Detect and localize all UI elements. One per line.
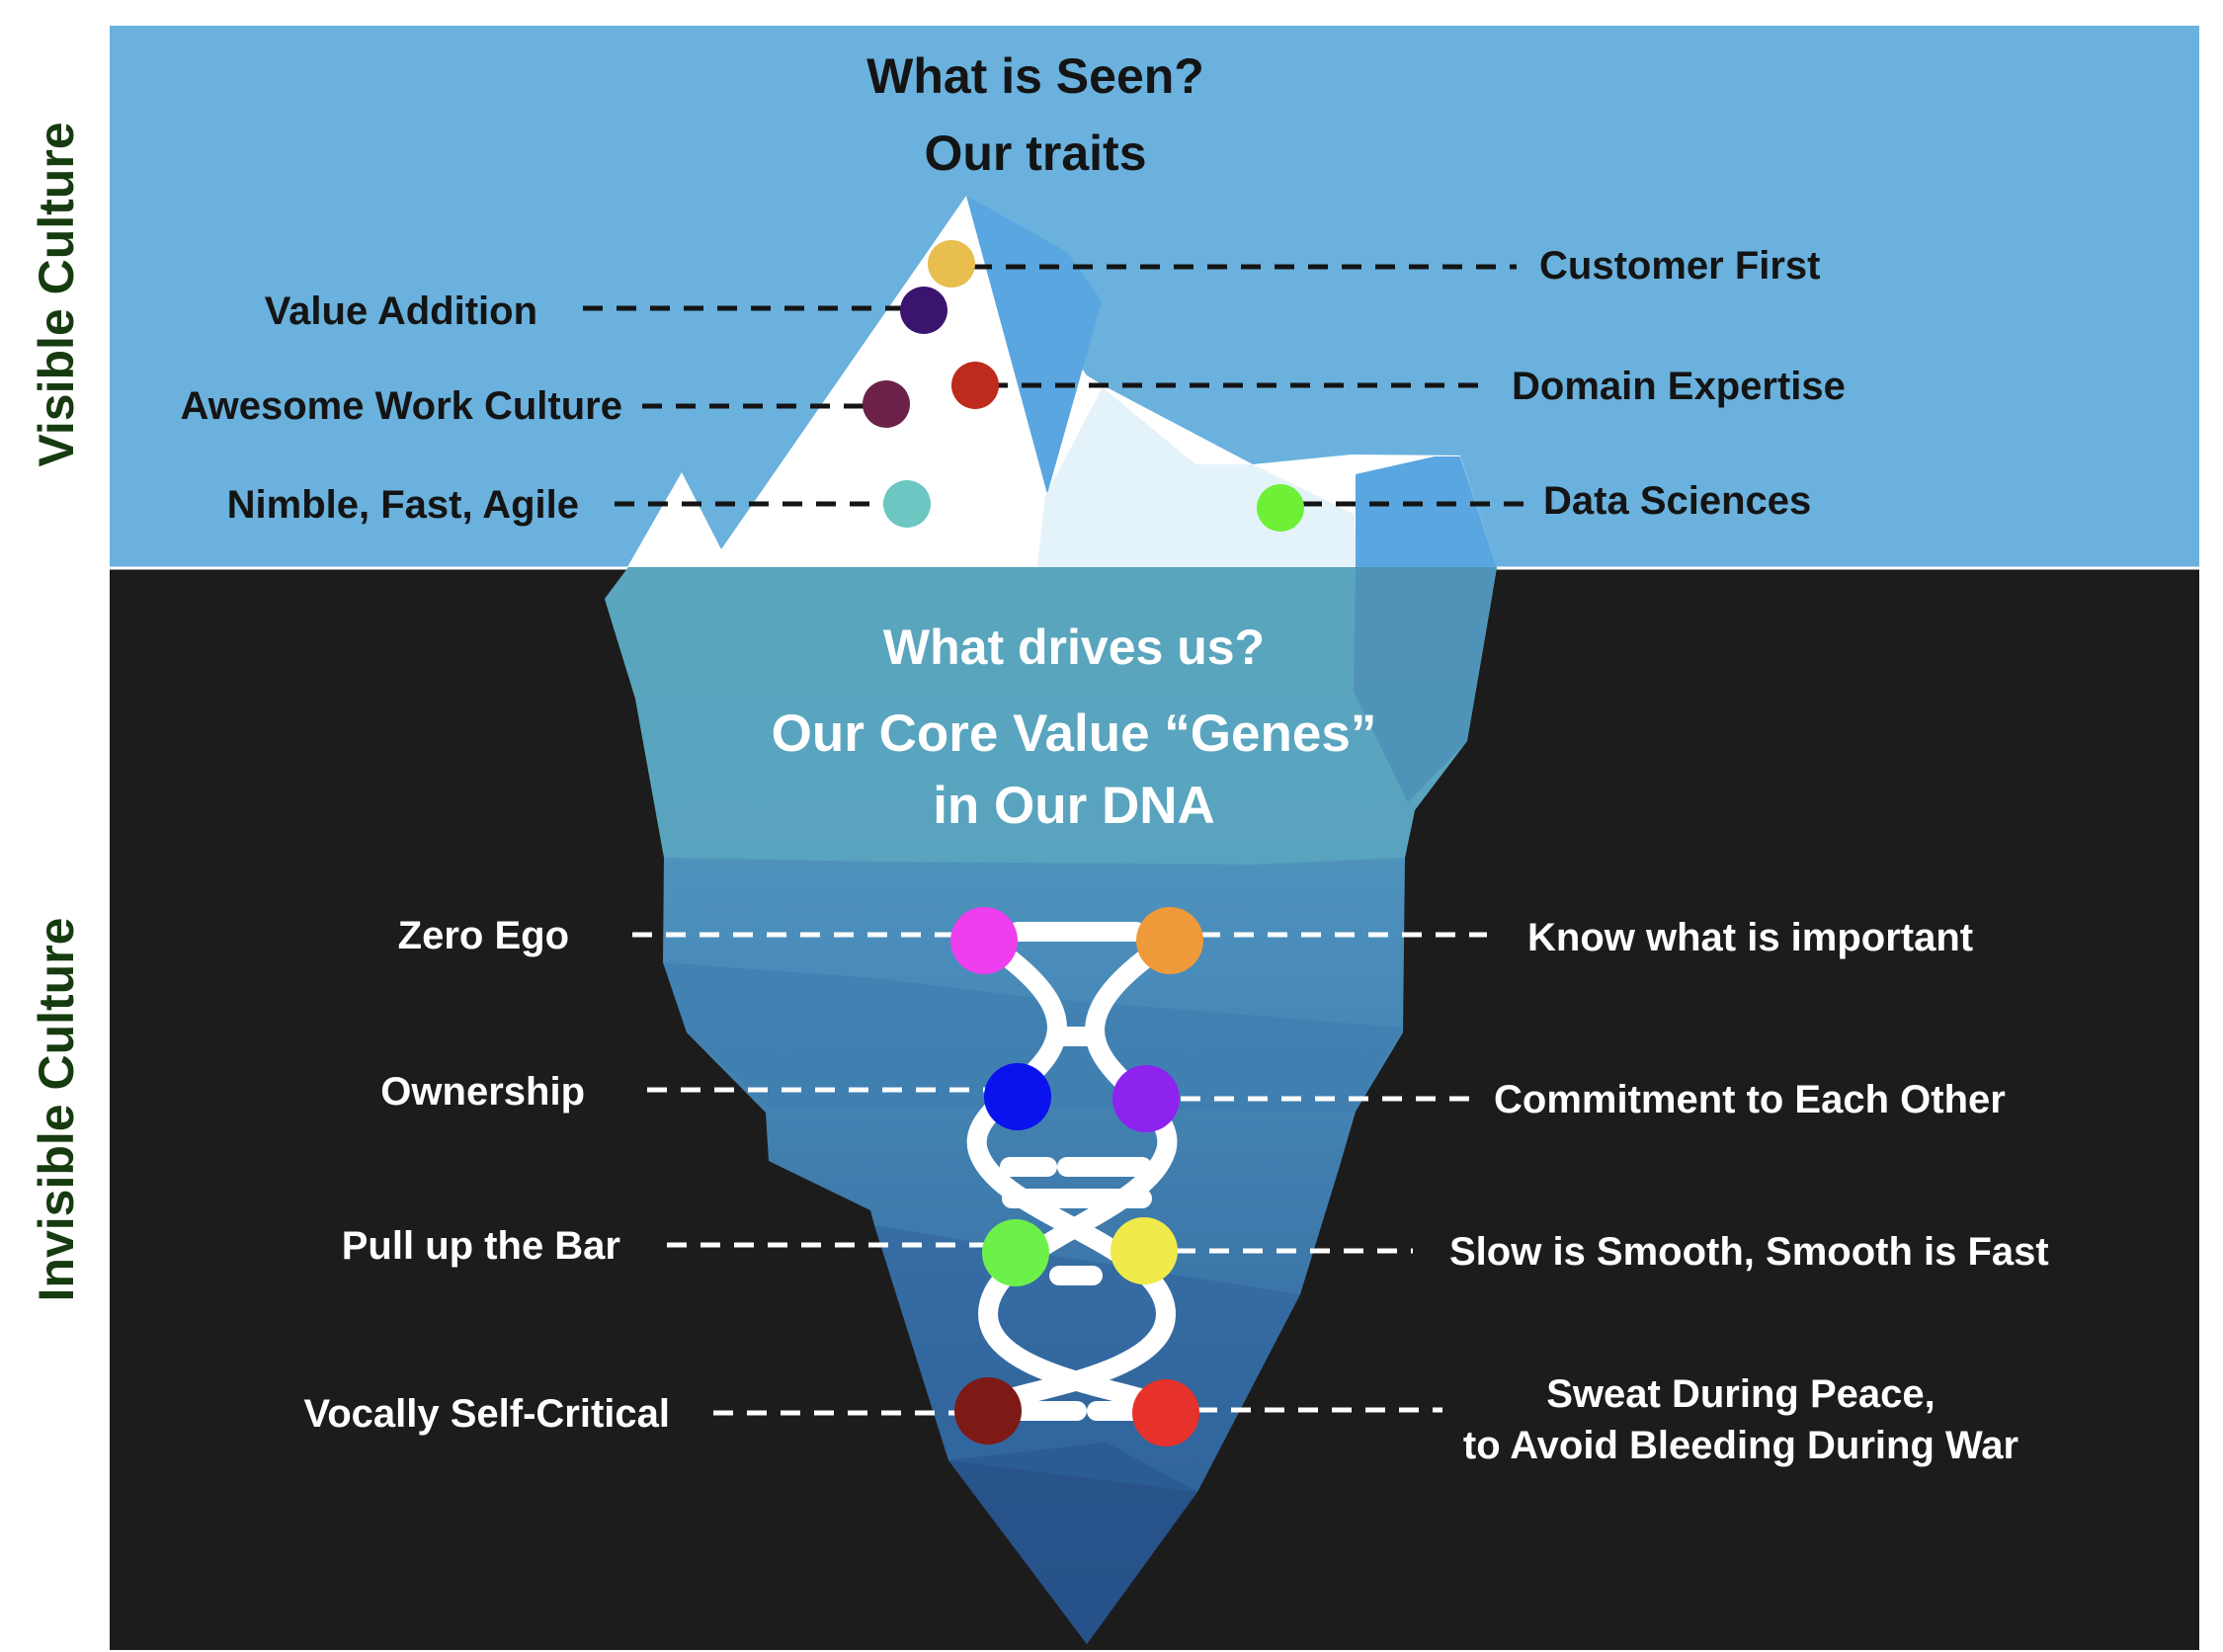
data-sciences-label: Data Sciences [1543,479,1811,523]
pull-up-bar-label: Pull up the Bar [342,1224,620,1268]
sweat-dot [1132,1379,1199,1446]
data-sciences-dot [1257,484,1304,532]
iceberg-tip [627,196,1497,567]
commitment-label: Commitment to Each Other [1494,1078,2006,1121]
invisible-culture-label: Invisible Culture [29,918,84,1302]
slow-smooth-label: Slow is Smooth, Smooth is Fast [1449,1230,2049,1274]
commitment-dot [1112,1065,1180,1132]
value-addition-dot [900,287,947,334]
vocally-self-critical-dot [954,1377,1022,1445]
leader-lines [583,264,1526,1416]
seen-heading: What is Seen? [866,48,1204,104]
core-value-heading: Our Core Value “Genes” [772,704,1377,763]
value-addition-label: Value Addition [265,289,537,333]
drives-heading: What drives us? [883,620,1265,675]
slow-smooth-dot [1111,1217,1178,1284]
nimble-dot [883,480,931,528]
ownership-label: Ownership [380,1070,585,1114]
zero-ego-label: Zero Ego [398,914,569,957]
visible-culture-label: Visible Culture [29,122,84,466]
know-important-label: Know what is important [1527,916,1973,959]
dna-helix-icon [966,922,1181,1421]
dna-heading: in Our DNA [933,777,1215,835]
domain-expertise-label: Domain Expertise [1512,365,1846,408]
traits-heading: Our traits [924,125,1146,181]
customer-first-label: Customer First [1539,244,1821,288]
customer-first-dot [928,240,975,288]
sweat-label-line1: Sweat During Peace, [1546,1372,1935,1416]
know-important-dot [1136,907,1203,974]
zero-ego-dot [950,907,1018,974]
awesome-work-culture-label: Awesome Work Culture [180,384,622,428]
sweat-label-line2: to Avoid Bleeding During War [1463,1424,2018,1467]
pull-up-bar-dot [982,1219,1049,1286]
vocally-self-critical-label: Vocally Self-Critical [303,1392,670,1436]
ownership-dot [984,1063,1051,1130]
domain-expertise-dot [951,362,999,409]
nimble-label: Nimble, Fast, Agile [227,483,579,527]
awesome-work-culture-dot [863,380,910,428]
